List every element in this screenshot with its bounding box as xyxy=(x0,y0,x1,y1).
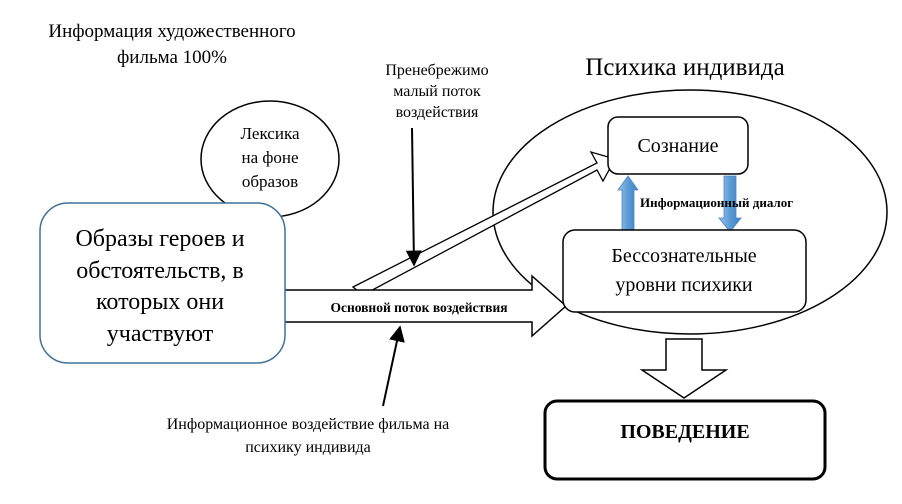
images-box xyxy=(39,202,286,364)
dialog-down-arrow xyxy=(718,175,742,233)
lexicon-line1: Лексика xyxy=(241,124,300,143)
unconscious-line1: Бессознательные xyxy=(611,245,756,267)
dialog-up-arrow xyxy=(617,175,639,231)
behavior-down-arrow xyxy=(639,338,729,399)
behavior-label: ПОВЕДЕНИЕ xyxy=(620,421,749,443)
unconscious-box xyxy=(562,229,807,313)
negligible-flow-line2: малый поток xyxy=(393,83,481,100)
psyche-title: Психика индивида xyxy=(585,54,784,81)
images-line2: обстоятельств, в xyxy=(76,258,243,284)
images-line3: которых они xyxy=(96,289,224,315)
main-flow-arrow xyxy=(282,274,568,338)
behavior-box xyxy=(543,399,827,481)
film-info-line2: фильма 100% xyxy=(117,47,227,68)
film-effect-line2: психику индивида xyxy=(245,439,371,456)
negligible-flow-line1: Пренебрежимо xyxy=(385,62,488,79)
images-line1: Образы героев и xyxy=(75,226,244,252)
consciousness-box xyxy=(607,116,749,175)
consciousness-label: Сознание xyxy=(637,135,718,157)
film-effect-line1: Информационное воздействие фильма на xyxy=(167,416,450,433)
lexicon-line2: на фоне xyxy=(241,148,298,167)
negligible-flow-pointer xyxy=(405,127,422,267)
images-line4: участвуют xyxy=(107,321,214,347)
negligible-flow-line3: воздействия xyxy=(396,104,479,121)
lexicon-line3: образов xyxy=(242,172,298,191)
main-flow-label: Основной поток воздействия xyxy=(330,300,507,315)
unconscious-line2: уровни психики xyxy=(615,274,753,296)
film-effect-pointer xyxy=(382,325,405,407)
film-info-line1: Информация художественного xyxy=(48,21,295,42)
info-dialog-label: Информационный диалог xyxy=(640,195,793,210)
